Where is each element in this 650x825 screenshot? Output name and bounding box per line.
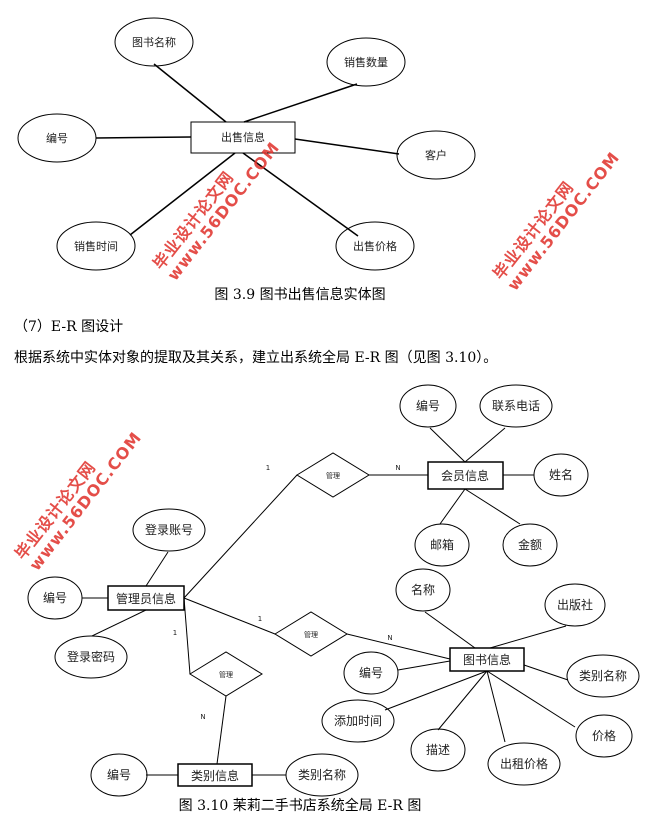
attr-label: 编号 <box>107 767 131 782</box>
attr-label: 出租价格 <box>500 756 548 771</box>
attr-label: 登录账号 <box>145 522 193 537</box>
section-heading: （7）E-R 图设计 <box>14 319 124 335</box>
entity-book: 图书信息 <box>463 652 511 667</box>
attr-label: 图书名称 <box>132 35 176 49</box>
attr-label: 类别名称 <box>298 767 346 782</box>
cardinality: N <box>200 713 205 721</box>
attr-label: 销售数量 <box>344 55 388 69</box>
cardinality: 1 <box>258 615 262 623</box>
attr-label: 类别名称 <box>579 668 627 683</box>
attr-label: 联系电话 <box>492 399 540 413</box>
attr-label: 描述 <box>426 743 450 757</box>
attr-label: 邮箱 <box>430 537 454 552</box>
attr-label: 名称 <box>411 582 435 597</box>
attr-label: 出版社 <box>557 597 593 612</box>
figure-3-10-caption: 图 3.10 茉莉二手书店系统全局 E-R 图 <box>178 798 422 814</box>
cardinality: N <box>387 634 392 642</box>
cardinality: 1 <box>173 629 177 637</box>
entity-sale-info <box>190 121 296 154</box>
attr-label: 编号 <box>46 131 68 145</box>
relation-label: 管理 <box>219 670 233 679</box>
figure-3-10: 会员信息 管理员信息 图书信息 类别信息 编号 联系电话 姓名 邮箱 金额 登录… <box>27 384 640 797</box>
relation-label: 管理 <box>326 471 340 480</box>
attr-label: 编号 <box>359 665 383 680</box>
attr-label: 登录密码 <box>67 649 115 664</box>
entity-member: 会员信息 <box>441 468 489 483</box>
entity-category: 类别信息 <box>191 768 239 783</box>
attr-label: 金额 <box>518 537 542 552</box>
attr-label: 编号 <box>43 590 67 605</box>
attr-label: 出售价格 <box>353 239 397 253</box>
attr-label: 销售时间 <box>74 239 118 253</box>
entity-admin: 管理员信息 <box>116 591 176 606</box>
figure-3-9-caption: 图 3.9 图书出售信息实体图 <box>214 287 386 303</box>
attr-label: 添加时间 <box>334 714 382 728</box>
attr-label: 价格 <box>592 728 616 743</box>
cardinality: 1 <box>266 464 270 472</box>
relation-label: 管理 <box>304 630 318 639</box>
figure-3-9: 出售信息 图书名称 销售数量 编号 客户 销售时间 出售价格 <box>17 17 476 271</box>
cardinality: N <box>395 464 400 472</box>
attr-label: 姓名 <box>549 467 573 482</box>
attr-label: 客户 <box>425 148 447 162</box>
entity-label: 出售信息 <box>221 130 265 144</box>
attr-label: 编号 <box>416 398 440 413</box>
body-paragraph: 根据系统中实体对象的提取及其关系，建立出系统全局 E-R 图（见图 3.10）。 <box>14 350 498 366</box>
